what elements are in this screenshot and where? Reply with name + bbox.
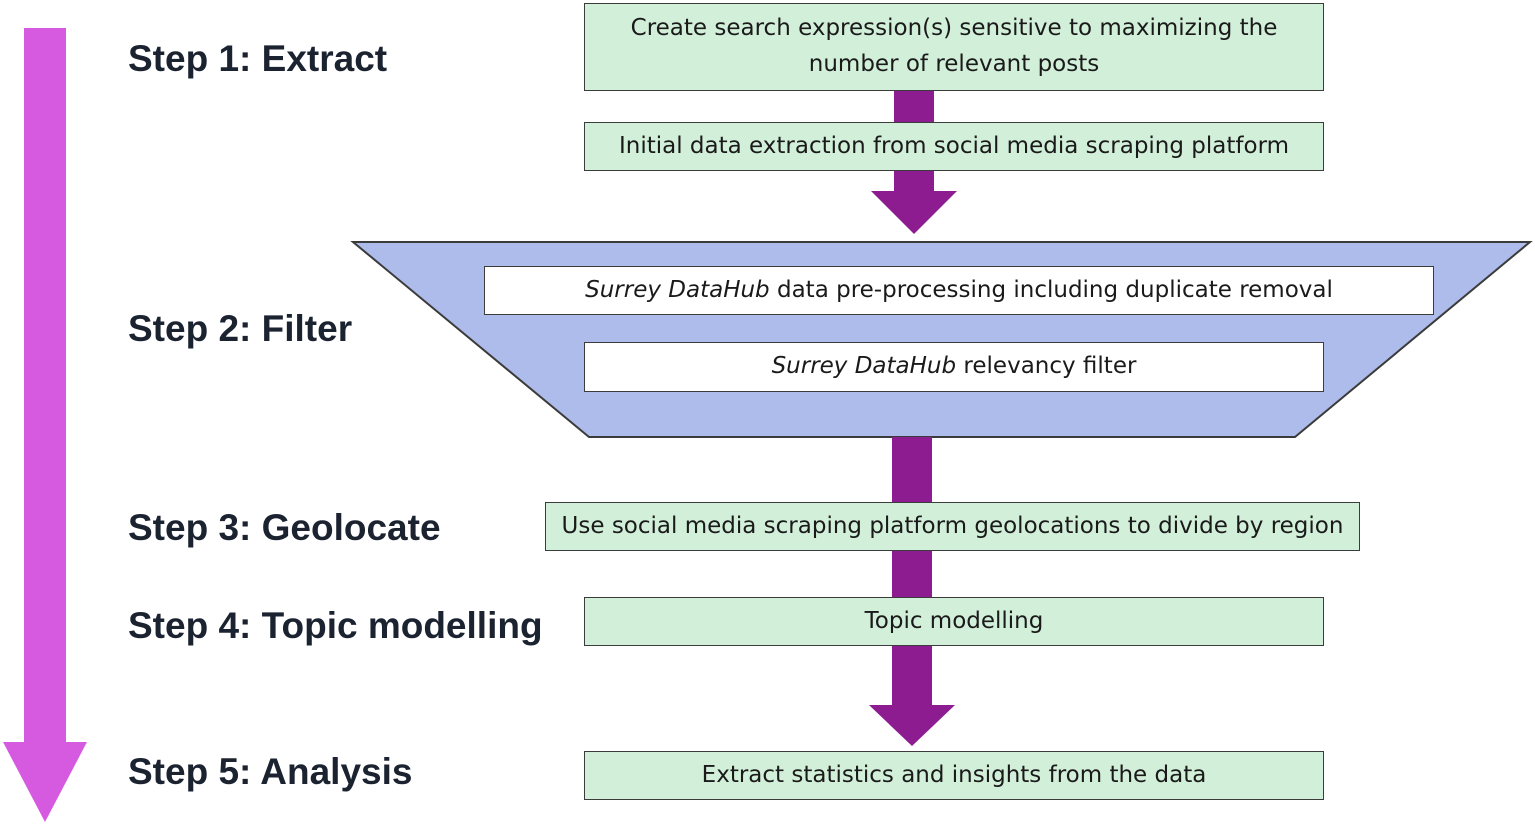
preprocessing-emphasis: Surrey DataHub — [585, 276, 770, 303]
timeline-arrow — [3, 28, 87, 822]
connector-geolocate-topic — [892, 551, 932, 597]
preprocessing-box: Surrey DataHub data pre-processing inclu… — [484, 266, 1434, 315]
initial-extraction-text: Initial data extraction from social medi… — [618, 132, 1290, 159]
analysis-text: Extract statistics and insights from the… — [701, 761, 1207, 788]
connector-filter-geolocate — [892, 437, 932, 502]
flow-arrow-to-filter — [871, 171, 957, 234]
geolocation-text: Use social media scraping platform geolo… — [561, 512, 1344, 539]
topic-modelling-text: Topic modelling — [864, 607, 1044, 634]
step-3-label: Step 3: Geolocate — [128, 507, 441, 548]
preprocessing-text: Surrey DataHub data pre-processing inclu… — [585, 273, 1333, 309]
step-1-label: Step 1: Extract — [128, 38, 388, 79]
search-expression-text: Create search expression(s) sensitive to… — [630, 15, 1278, 77]
flow-arrow-to-analysis — [869, 646, 955, 746]
connector-1-2 — [894, 91, 934, 122]
step-4-label: Step 4: Topic modelling — [128, 605, 543, 646]
step-5-label: Step 5: Analysis — [128, 751, 413, 792]
relevancy-text: Surrey DataHub relevancy filter — [772, 349, 1137, 385]
relevancy-rest: relevancy filter — [956, 353, 1137, 380]
topic-modelling-box: Topic modelling — [584, 597, 1324, 646]
geolocation-box: Use social media scraping platform geolo… — [545, 502, 1360, 551]
preprocessing-rest: data pre-processing including duplicate … — [769, 276, 1333, 303]
step-2-label: Step 2: Filter — [128, 308, 353, 349]
analysis-box: Extract statistics and insights from the… — [584, 751, 1324, 800]
initial-extraction-box: Initial data extraction from social medi… — [584, 122, 1324, 171]
relevancy-emphasis: Surrey DataHub — [771, 353, 957, 380]
search-expression-box: Create search expression(s) sensitive to… — [584, 3, 1324, 91]
relevancy-filter-box: Surrey DataHub relevancy filter — [584, 342, 1324, 392]
